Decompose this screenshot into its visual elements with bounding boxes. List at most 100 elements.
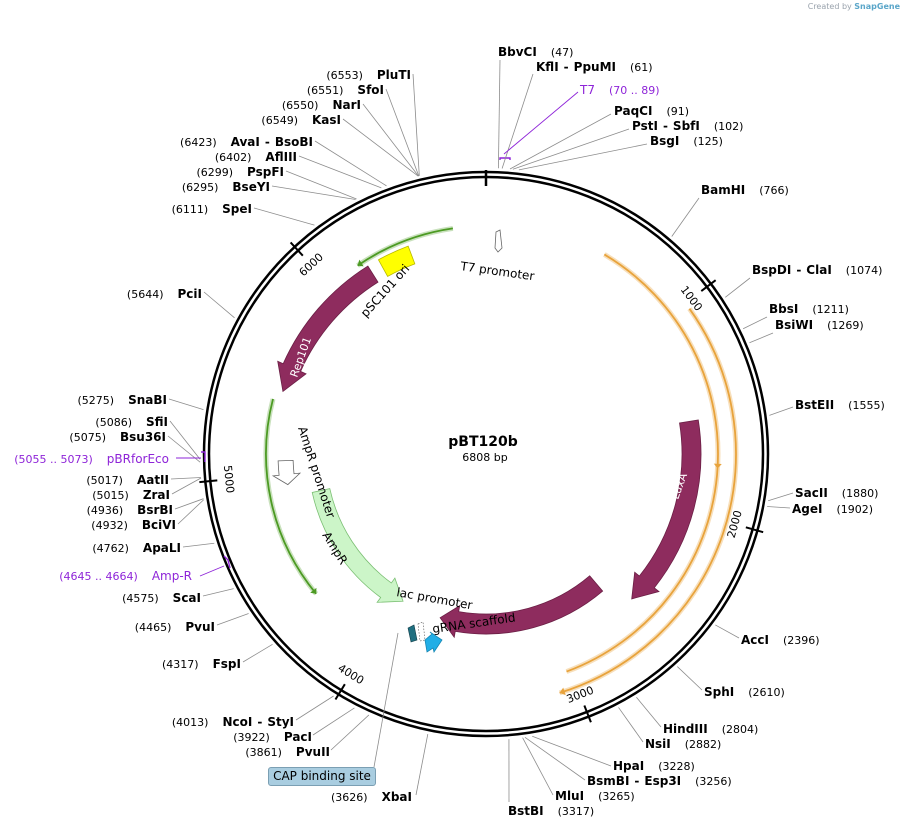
enzyme-bsmbi-esp3i[interactable]: BsmBI-Esp3I(3256) bbox=[587, 774, 732, 788]
enzyme-sacii[interactable]: SacII(1880) bbox=[795, 486, 878, 500]
t7-promoter-label: T7 promoter bbox=[459, 259, 536, 283]
plasmid-name: pBT120b bbox=[448, 434, 518, 450]
enzyme-bsteii[interactable]: BstEII(1555) bbox=[795, 398, 885, 412]
enzyme-scai[interactable]: (4575)ScaI bbox=[122, 591, 201, 605]
scale-tick-label-5000: 5000 bbox=[221, 465, 237, 494]
enzyme-bbvci[interactable]: BbvCI(47) bbox=[498, 45, 573, 59]
primer-t7[interactable]: T7(70 .. 89) bbox=[579, 83, 660, 97]
enzyme-mlui[interactable]: MluI(3265) bbox=[555, 789, 635, 803]
leader-line bbox=[524, 737, 586, 781]
leader-line bbox=[171, 477, 202, 495]
leader-lines bbox=[167, 59, 794, 803]
leader-line bbox=[203, 291, 235, 319]
enzyme-bsiwi[interactable]: BsiWI(1269) bbox=[775, 318, 864, 332]
leader-line bbox=[769, 406, 794, 416]
primer-pbrforeco[interactable]: (5055 .. 5073)pBRforEco bbox=[14, 452, 169, 466]
plasmid-length: 6808 bp bbox=[462, 451, 507, 464]
enzyme-paqci[interactable]: PaqCI(91) bbox=[614, 104, 689, 118]
cap-site-block[interactable] bbox=[417, 621, 426, 642]
enzyme-bbsi[interactable]: BbsI(1211) bbox=[769, 302, 849, 316]
leader-line bbox=[298, 155, 382, 189]
enzyme-pcii[interactable]: (5644)PciI bbox=[127, 287, 202, 301]
orange-track-inner bbox=[558, 307, 739, 696]
enzyme-snabi[interactable]: (5275)SnaBI bbox=[78, 393, 167, 407]
snapgene-credit: Created by SnapGene bbox=[808, 2, 900, 11]
enzyme-pvuii[interactable]: (3861)PvuII bbox=[245, 745, 330, 759]
leader-line bbox=[342, 118, 419, 177]
leader-line bbox=[512, 128, 630, 170]
enzyme-hpai[interactable]: HpaI(3228) bbox=[613, 759, 695, 773]
leader-line bbox=[412, 73, 420, 176]
enzyme-sphi[interactable]: SphI(2610) bbox=[704, 685, 785, 699]
leader-line bbox=[518, 143, 648, 171]
enzyme-acci[interactable]: AccI(2396) bbox=[741, 633, 820, 647]
enzyme-bspdi-clai[interactable]: BspDI-ClaI(1074) bbox=[752, 263, 882, 277]
leader-line bbox=[498, 59, 501, 169]
enzyme-bsu36i[interactable]: (5075)Bsu36I bbox=[69, 430, 166, 444]
cap-binding-site-label[interactable]: CAP binding site bbox=[268, 767, 376, 786]
enzyme-sfoi[interactable]: (6551)SfoI bbox=[307, 83, 384, 97]
lac-promoter-block[interactable] bbox=[407, 624, 418, 643]
enzyme-aflii[interactable]: (6402)AflIII bbox=[215, 150, 297, 164]
luxa-arrow[interactable] bbox=[631, 419, 702, 600]
leader-line bbox=[725, 277, 751, 298]
scale-tick-5000 bbox=[199, 479, 218, 484]
orange-track-outer bbox=[565, 252, 721, 674]
orange-track-outer-arrowhead bbox=[713, 463, 722, 469]
leader-line bbox=[271, 185, 356, 200]
enzyme-xbai[interactable]: (3626)XbaI bbox=[331, 790, 412, 804]
green-track-lower-arrowhead bbox=[310, 587, 317, 594]
enzyme-paci[interactable]: (3922)PacI bbox=[233, 730, 312, 744]
enzyme-pspfi[interactable]: (6299)PspFI bbox=[196, 165, 284, 179]
enzyme-spei[interactable]: (6111)SpeI bbox=[172, 202, 252, 216]
enzyme-agei[interactable]: AgeI(1902) bbox=[792, 502, 873, 516]
primer-leaders bbox=[176, 91, 579, 768]
rep101-arrow[interactable] bbox=[277, 265, 379, 393]
enzyme-kasi[interactable]: (6549)KasI bbox=[261, 113, 341, 127]
luxb-arrow[interactable] bbox=[439, 575, 604, 639]
leader-line bbox=[242, 643, 273, 663]
leader-line bbox=[385, 88, 420, 177]
leader-line bbox=[415, 733, 429, 796]
leader-line bbox=[253, 207, 315, 226]
enzyme-bcivi[interactable]: (4932)BciVI bbox=[91, 518, 176, 532]
enzyme-bstbi[interactable]: BstBI(3317) bbox=[508, 804, 594, 818]
enzyme-bsrbi[interactable]: (4936)BsrBI bbox=[87, 503, 173, 517]
enzyme-pluti[interactable]: (6553)PluTI bbox=[326, 68, 411, 82]
ampr-arrow[interactable] bbox=[311, 488, 404, 603]
t7-promoter-arrow[interactable] bbox=[494, 229, 503, 253]
enzyme-kfli-ppumi[interactable]: KflI-PpuMI(61) bbox=[536, 60, 653, 74]
enzyme-aatii[interactable]: (5017)AatII bbox=[86, 473, 169, 487]
enzyme-avai-bsobi[interactable]: (6423)AvaI-BsoBI bbox=[180, 135, 313, 149]
luxb-label: LuxB bbox=[542, 624, 572, 646]
enzyme-psti-sbfi[interactable]: PstI-SbfI(102) bbox=[632, 119, 743, 133]
psc101-ori-box[interactable] bbox=[377, 245, 416, 277]
green-track-upper-arrowhead bbox=[357, 259, 364, 267]
enzyme-sfii[interactable]: (5086)SfiI bbox=[95, 415, 168, 429]
leader-line bbox=[202, 588, 234, 597]
ampr-primer-mark[interactable] bbox=[223, 555, 231, 569]
enzyme-ncoi-styi[interactable]: (4013)NcoI-StyI bbox=[172, 715, 294, 729]
enzyme-hindiii[interactable]: HindIII(2804) bbox=[663, 722, 758, 736]
t7-primer-mark[interactable] bbox=[499, 157, 511, 160]
leader-line bbox=[174, 498, 204, 510]
enzyme-nari[interactable]: (6550)NarI bbox=[282, 98, 361, 112]
enzyme-nsii[interactable]: NsiI(2882) bbox=[645, 737, 721, 751]
enzyme-bamhi[interactable]: BamHI(766) bbox=[701, 183, 789, 197]
leader-line bbox=[671, 197, 700, 237]
enzyme-fspi[interactable]: (4317)FspI bbox=[162, 657, 241, 671]
leader-line bbox=[177, 499, 204, 525]
grna-scaffold-arrow[interactable] bbox=[424, 631, 443, 653]
leader-line bbox=[677, 666, 703, 691]
enzyme-bsgi[interactable]: BsgI(125) bbox=[650, 134, 723, 148]
enzyme-apali[interactable]: (4762)ApaLI bbox=[92, 541, 181, 555]
credit-prefix: Created by bbox=[807, 2, 852, 11]
enzyme-zrai[interactable]: (5015)ZraI bbox=[92, 488, 170, 502]
enzyme-bseyi[interactable]: (6295)BseYI bbox=[182, 180, 270, 194]
leader-line bbox=[330, 714, 370, 751]
ampr-promoter-arrow[interactable] bbox=[271, 459, 302, 486]
pbrforeco-primer-mark[interactable] bbox=[201, 451, 206, 462]
enzyme-pvui[interactable]: (4465)PvuI bbox=[135, 620, 215, 634]
leader-line bbox=[285, 170, 357, 200]
primer-amp-r[interactable]: (4645 .. 4664)Amp-R bbox=[59, 569, 192, 583]
